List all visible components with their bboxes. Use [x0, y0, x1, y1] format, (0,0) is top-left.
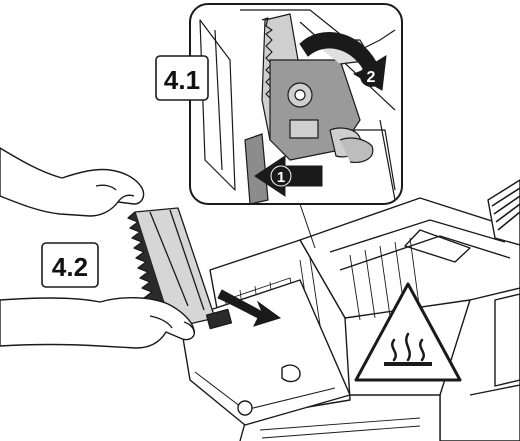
fuser-unit — [127, 207, 233, 330]
release-lever — [244, 133, 269, 205]
step-4-2-text: 4.2 — [52, 252, 88, 282]
door-latch — [237, 400, 253, 416]
insertion-arrow — [217, 289, 282, 327]
arrow-1-number: 1 — [277, 169, 285, 186]
rotate-arrow: 2 — [299, 31, 387, 91]
hot-surface-warning-icon — [354, 282, 462, 382]
printer-body — [179, 179, 520, 441]
arrow-2-number: 2 — [367, 69, 376, 86]
step-4-1-text: 4.1 — [164, 65, 200, 95]
step-4-1-label: 4.1 — [155, 55, 209, 101]
step-4-2-label: 4.2 — [41, 242, 99, 288]
lower-hand — [0, 297, 195, 349]
upper-hand — [0, 147, 145, 217]
detail-inset: 2 1 — [189, 3, 403, 249]
push-arrow: 1 — [254, 155, 323, 197]
